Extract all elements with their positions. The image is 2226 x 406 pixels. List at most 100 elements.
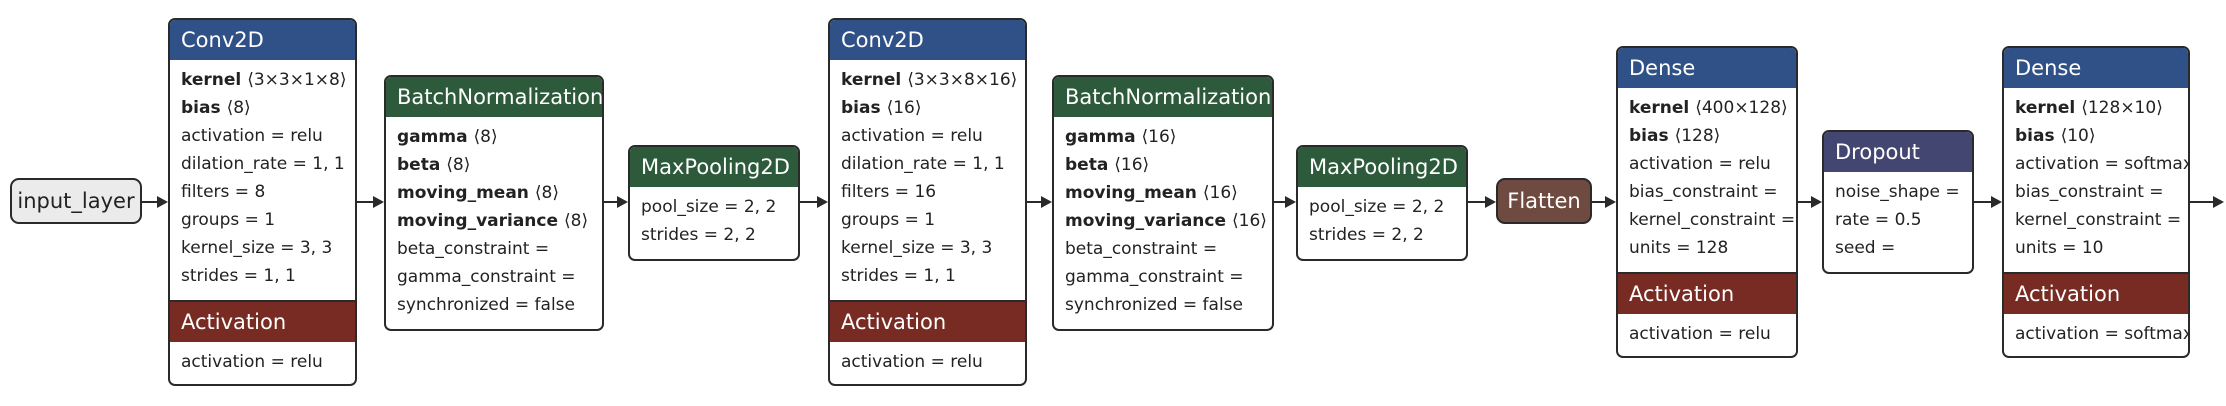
weight-name: moving_variance xyxy=(1065,211,1227,231)
weight-row: moving_mean⟨16⟩ xyxy=(1065,179,1272,207)
attribute-row: filters = 8 xyxy=(181,182,266,202)
weight-name: bias xyxy=(1629,126,1669,146)
arrowhead-icon xyxy=(2213,196,2224,208)
node-input-layer[interactable]: input_layer xyxy=(10,178,142,224)
weight-name: kernel xyxy=(181,70,242,90)
node-dropout[interactable]: Dropout noise_shape = rate = 0.5 seed = xyxy=(1822,130,1974,274)
attribute-row: gamma_constraint = xyxy=(397,267,576,287)
node-title: Conv2D xyxy=(830,20,1025,60)
weight-name: gamma xyxy=(1065,127,1136,147)
weight-shape: ⟨400×128⟩ xyxy=(1695,98,1788,118)
weight-shape: ⟨16⟩ xyxy=(1141,127,1177,147)
attribute-row: bias_constraint = xyxy=(2015,182,2164,202)
weight-name: moving_mean xyxy=(397,183,529,203)
weight-shape: ⟨16⟩ xyxy=(1114,155,1150,175)
weight-row: kernel⟨400×128⟩ xyxy=(1629,94,1796,122)
node-title: Conv2D xyxy=(170,20,355,60)
attribute-row: groups = 1 xyxy=(841,210,936,230)
node-conv2d-2[interactable]: Conv2D kernel⟨3×3×8×16⟩ bias⟨16⟩ activat… xyxy=(828,18,1027,386)
weight-row: bias⟨16⟩ xyxy=(841,94,1025,122)
node-dense-2[interactable]: Dense kernel⟨128×10⟩ bias⟨10⟩ activation… xyxy=(2002,46,2190,358)
edge-bn1-to-pool1 xyxy=(604,201,617,203)
weight-shape: ⟨3×3×8×16⟩ xyxy=(907,70,1018,90)
arrowhead-icon xyxy=(1041,196,1052,208)
attribute-row: strides = 1, 1 xyxy=(841,266,956,286)
edge-dropout-to-dense2 xyxy=(1974,201,1991,203)
attribute-row: units = 10 xyxy=(2015,238,2104,258)
attribute-row: noise_shape = xyxy=(1835,182,1960,202)
node-maxpooling-2[interactable]: MaxPooling2D pool_size = 2, 2 strides = … xyxy=(1296,145,1468,261)
attribute-row: strides = 1, 1 xyxy=(181,266,296,286)
attribute-row: dilation_rate = 1, 1 xyxy=(181,154,345,174)
node-title: MaxPooling2D xyxy=(630,147,798,187)
weight-name: bias xyxy=(181,98,221,118)
node-title: BatchNormalization xyxy=(386,77,602,117)
weight-row: bias⟨128⟩ xyxy=(1629,122,1796,150)
node-maxpooling-1[interactable]: MaxPooling2D pool_size = 2, 2 strides = … xyxy=(628,145,800,261)
weight-shape: ⟨8⟩ xyxy=(534,183,559,203)
arrowhead-icon xyxy=(1605,196,1616,208)
weight-name: kernel xyxy=(2015,98,2076,118)
activation-title: Activation xyxy=(2004,272,2188,314)
attribute-row: pool_size = 2, 2 xyxy=(1309,197,1445,217)
weight-row: kernel⟨3×3×8×16⟩ xyxy=(841,66,1025,94)
attribute-row: synchronized = false xyxy=(397,295,575,315)
weight-row: moving_variance⟨8⟩ xyxy=(397,207,602,235)
weight-shape: ⟨8⟩ xyxy=(226,98,251,118)
weight-row: moving_variance⟨16⟩ xyxy=(1065,207,1272,235)
weight-name: bias xyxy=(841,98,881,118)
weight-shape: ⟨16⟩ xyxy=(1202,183,1238,203)
arrowhead-icon xyxy=(617,196,628,208)
node-title: MaxPooling2D xyxy=(1298,147,1466,187)
attribute-row: kernel_size = 3, 3 xyxy=(181,238,333,258)
edge-conv1-to-bn1 xyxy=(357,201,373,203)
weight-name: beta xyxy=(397,155,441,175)
node-batchnorm-1[interactable]: BatchNormalization gamma⟨8⟩ beta⟨8⟩ movi… xyxy=(384,75,604,331)
weight-shape: ⟨16⟩ xyxy=(886,98,922,118)
node-dense-1[interactable]: Dense kernel⟨400×128⟩ bias⟨128⟩ activati… xyxy=(1616,46,1798,358)
weight-row: gamma⟨8⟩ xyxy=(397,123,602,151)
attribute-row: units = 128 xyxy=(1629,238,1729,258)
edge-dense2-output xyxy=(2190,201,2213,203)
weight-name: bias xyxy=(2015,126,2055,146)
weight-shape: ⟨128⟩ xyxy=(1674,126,1721,146)
weight-shape: ⟨8⟩ xyxy=(564,211,589,231)
edge-conv2-to-bn2 xyxy=(1027,201,1041,203)
arrowhead-icon xyxy=(1285,196,1296,208)
activation-title: Activation xyxy=(830,300,1025,342)
weight-row: kernel⟨3×3×1×8⟩ xyxy=(181,66,355,94)
attribute-row: activation = relu xyxy=(181,126,323,146)
activation-title: Activation xyxy=(1618,272,1796,314)
node-conv2d-1[interactable]: Conv2D kernel⟨3×3×1×8⟩ bias⟨8⟩ activatio… xyxy=(168,18,357,386)
attribute-row: seed = xyxy=(1835,238,1896,258)
node-label: Flatten xyxy=(1507,189,1581,213)
attribute-row: activation = relu xyxy=(181,352,323,372)
arrowhead-icon xyxy=(1991,196,2002,208)
weight-name: kernel xyxy=(841,70,902,90)
attribute-row: activation = relu xyxy=(841,352,983,372)
attribute-row: filters = 16 xyxy=(841,182,937,202)
arrowhead-icon xyxy=(1485,196,1496,208)
edge-dense1-to-dropout xyxy=(1798,201,1811,203)
weight-row: beta⟨16⟩ xyxy=(1065,151,1272,179)
attribute-row: strides = 2, 2 xyxy=(641,225,756,245)
activation-title: Activation xyxy=(170,300,355,342)
arrowhead-icon xyxy=(157,196,168,208)
weight-row: kernel⟨128×10⟩ xyxy=(2015,94,2188,122)
attribute-row: strides = 2, 2 xyxy=(1309,225,1424,245)
edge-pool1-to-conv2 xyxy=(800,201,817,203)
attribute-row: activation = relu xyxy=(1629,324,1771,344)
attribute-row: kernel_constraint = xyxy=(1629,210,1796,230)
attribute-row: dilation_rate = 1, 1 xyxy=(841,154,1005,174)
weight-name: moving_mean xyxy=(1065,183,1197,203)
node-title: Dense xyxy=(2004,48,2188,88)
edge-pool2-to-flatten xyxy=(1468,201,1485,203)
attribute-row: pool_size = 2, 2 xyxy=(641,197,777,217)
arrowhead-icon xyxy=(373,196,384,208)
node-flatten[interactable]: Flatten xyxy=(1496,178,1592,224)
weight-shape: ⟨16⟩ xyxy=(1232,211,1267,231)
weight-name: gamma xyxy=(397,127,468,147)
attribute-row: beta_constraint = xyxy=(397,239,550,259)
node-batchnorm-2[interactable]: BatchNormalization gamma⟨16⟩ beta⟨16⟩ mo… xyxy=(1052,75,1274,331)
